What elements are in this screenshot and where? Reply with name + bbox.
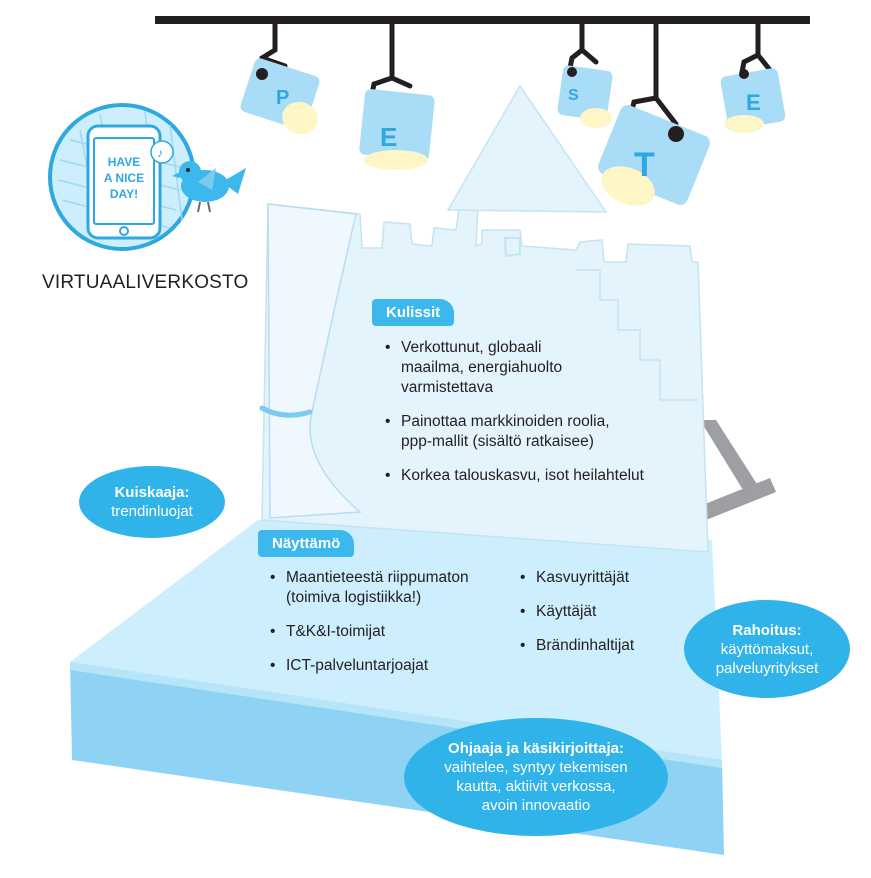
ohjaaja-line1: vaihtelee, syntyy tekemisen <box>444 759 628 776</box>
nayttamo-right-list: Kasvuyrittäjät Käyttäjät Brändinhaltijat <box>520 568 690 670</box>
kulissit-tag: Kulissit <box>372 299 455 326</box>
rahoitus-line1: käyttömaksut, <box>720 640 814 658</box>
spotlight-t: T <box>598 105 710 206</box>
nayttamo-right-item-2: Käyttäjät <box>520 602 690 622</box>
rahoitus-oval: Rahoitus: käyttömaksut, palveluyritykset <box>684 600 850 698</box>
lighting-rig: P E S T E <box>155 16 810 206</box>
phone-text-line1: HAVE <box>108 155 140 169</box>
phone-text-line2: A NICE <box>104 171 144 185</box>
kulissit-item-3: Korkea talouskasvu, isot heilahtelut <box>385 466 685 486</box>
kuiskaaja-oval: Kuiskaaja: trendinluojat <box>79 466 225 538</box>
ohjaaja-title: Ohjaaja ja käsikirjoittaja: <box>448 740 624 757</box>
phone-icon: HAVE A NICE DAY! <box>86 124 162 240</box>
pest-letter-s: S <box>568 87 579 104</box>
nayttamo-tag: Näyttämö <box>258 530 355 557</box>
nayttamo-left-item-2: T&K&I-toimijat <box>270 622 510 642</box>
spotlight-s: S <box>557 65 613 128</box>
spotlight-e2: E <box>720 68 786 133</box>
spotlight-e1: E <box>359 89 435 170</box>
ohjaaja-line2: kautta, aktiivit verkossa, <box>456 778 616 795</box>
nayttamo-right-item-1: Kasvuyrittäjät <box>520 568 690 588</box>
rahoitus-title: Rahoitus: <box>732 621 802 639</box>
backdrop-support <box>700 420 776 520</box>
ohjaaja-oval: Ohjaaja ja käsikirjoittaja: vaihtelee, s… <box>404 718 668 836</box>
nayttamo-left-item-3: ICT-palveluntarjoajat <box>270 656 510 676</box>
ohjaaja-line3: avoin innovaatio <box>481 797 591 814</box>
rahoitus-line2: palveluyritykset <box>715 659 819 677</box>
speech-bubble-icon: ♪ <box>150 140 174 164</box>
phone-text-line3: DAY! <box>110 187 138 201</box>
pest-letter-e: E <box>380 122 397 152</box>
virtual-network-illustration: HAVE A NICE DAY! ♪ <box>48 103 246 251</box>
svg-text:♪: ♪ <box>157 146 163 160</box>
nayttamo-left-list: Maantieteestä riippumaton(toimiva logist… <box>270 568 510 690</box>
kuiskaaja-line1: trendinluojat <box>111 503 193 520</box>
bird-icon <box>172 161 246 213</box>
nayttamo-left-item-1: Maantieteestä riippumaton(toimiva logist… <box>270 568 510 608</box>
pest-letter-t: T <box>634 146 655 184</box>
nayttamo-right-item-3: Brändinhaltijat <box>520 636 690 656</box>
virtual-network-label: VIRTUAALIVERKOSTO <box>42 272 249 293</box>
spotlight-p: P <box>240 58 320 135</box>
pest-letter-e2: E <box>746 90 761 115</box>
pest-letter-p: P <box>276 87 289 109</box>
kuiskaaja-title: Kuiskaaja: <box>114 484 190 501</box>
kulissit-item-2: Painottaa markkinoiden roolia,ppp-mallit… <box>385 412 685 452</box>
